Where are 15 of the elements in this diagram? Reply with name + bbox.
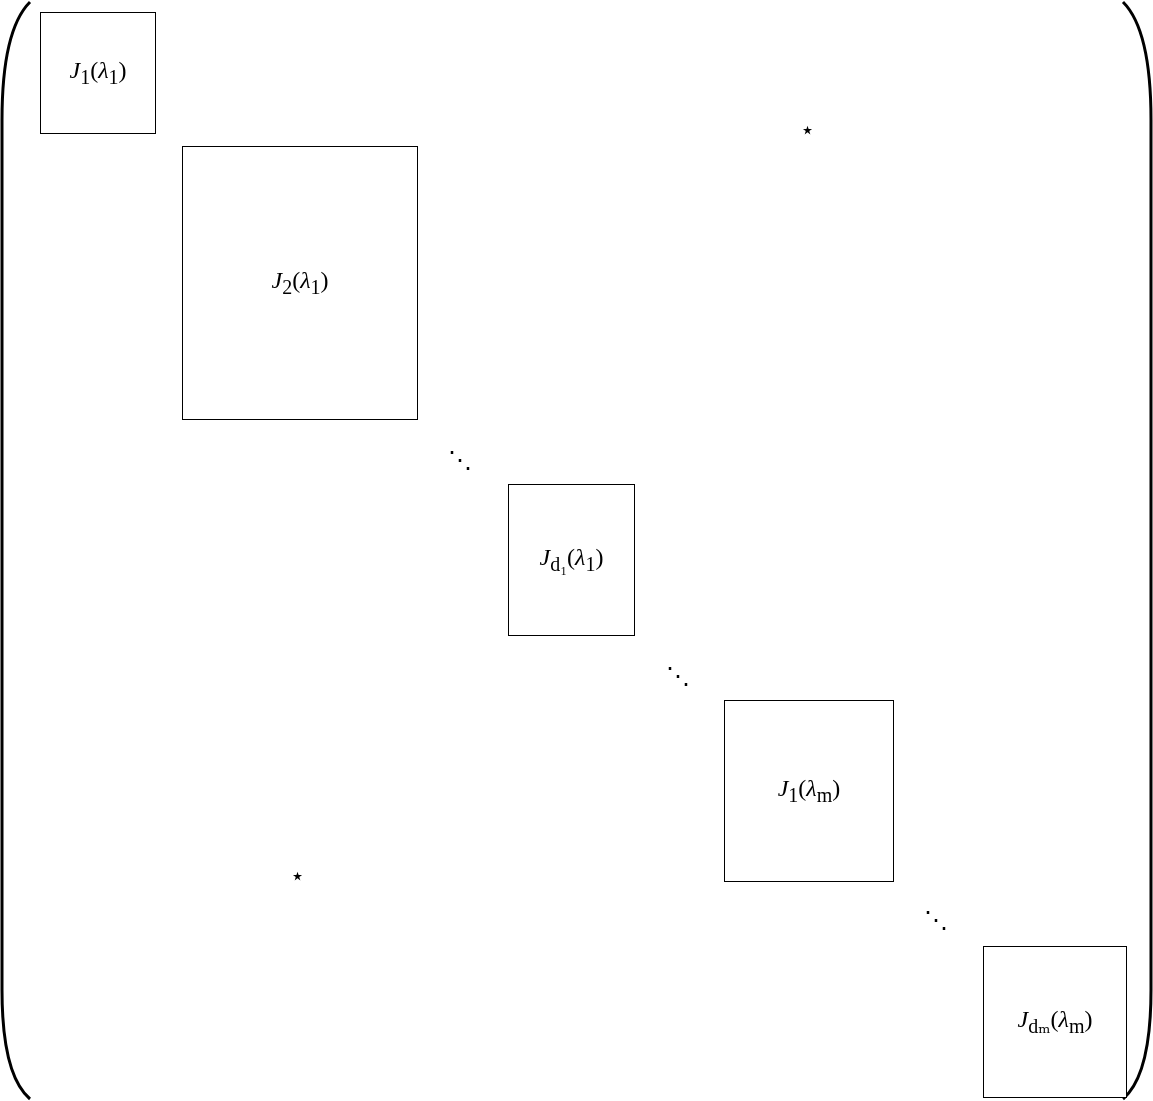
matrix-block [724, 700, 894, 882]
block-label: J$_{2}$(λ$_{1}$) [271, 267, 329, 299]
block-label: J$_{1}$(λ$_{m}$) [777, 775, 841, 807]
matrix-block [508, 484, 635, 636]
block-label: J$_{1}$(λ$_{1}$) [69, 57, 127, 89]
diagonal-dots: ⋱ [924, 908, 948, 932]
matrix-block [983, 946, 1127, 1098]
diagonal-dots: ⋱ [666, 664, 690, 688]
star-symbol: ⋆ [290, 864, 305, 888]
matrix-block [40, 12, 156, 134]
diagonal-dots: ⋱ [448, 448, 472, 472]
matrix-block [182, 146, 418, 420]
block-label: J$_{dₘ}$(λ$_{m}$) [1017, 1006, 1093, 1038]
star-symbol: ⋆ [800, 118, 815, 142]
block-label: J$_{d₁}$(λ$_{1}$) [539, 544, 604, 576]
